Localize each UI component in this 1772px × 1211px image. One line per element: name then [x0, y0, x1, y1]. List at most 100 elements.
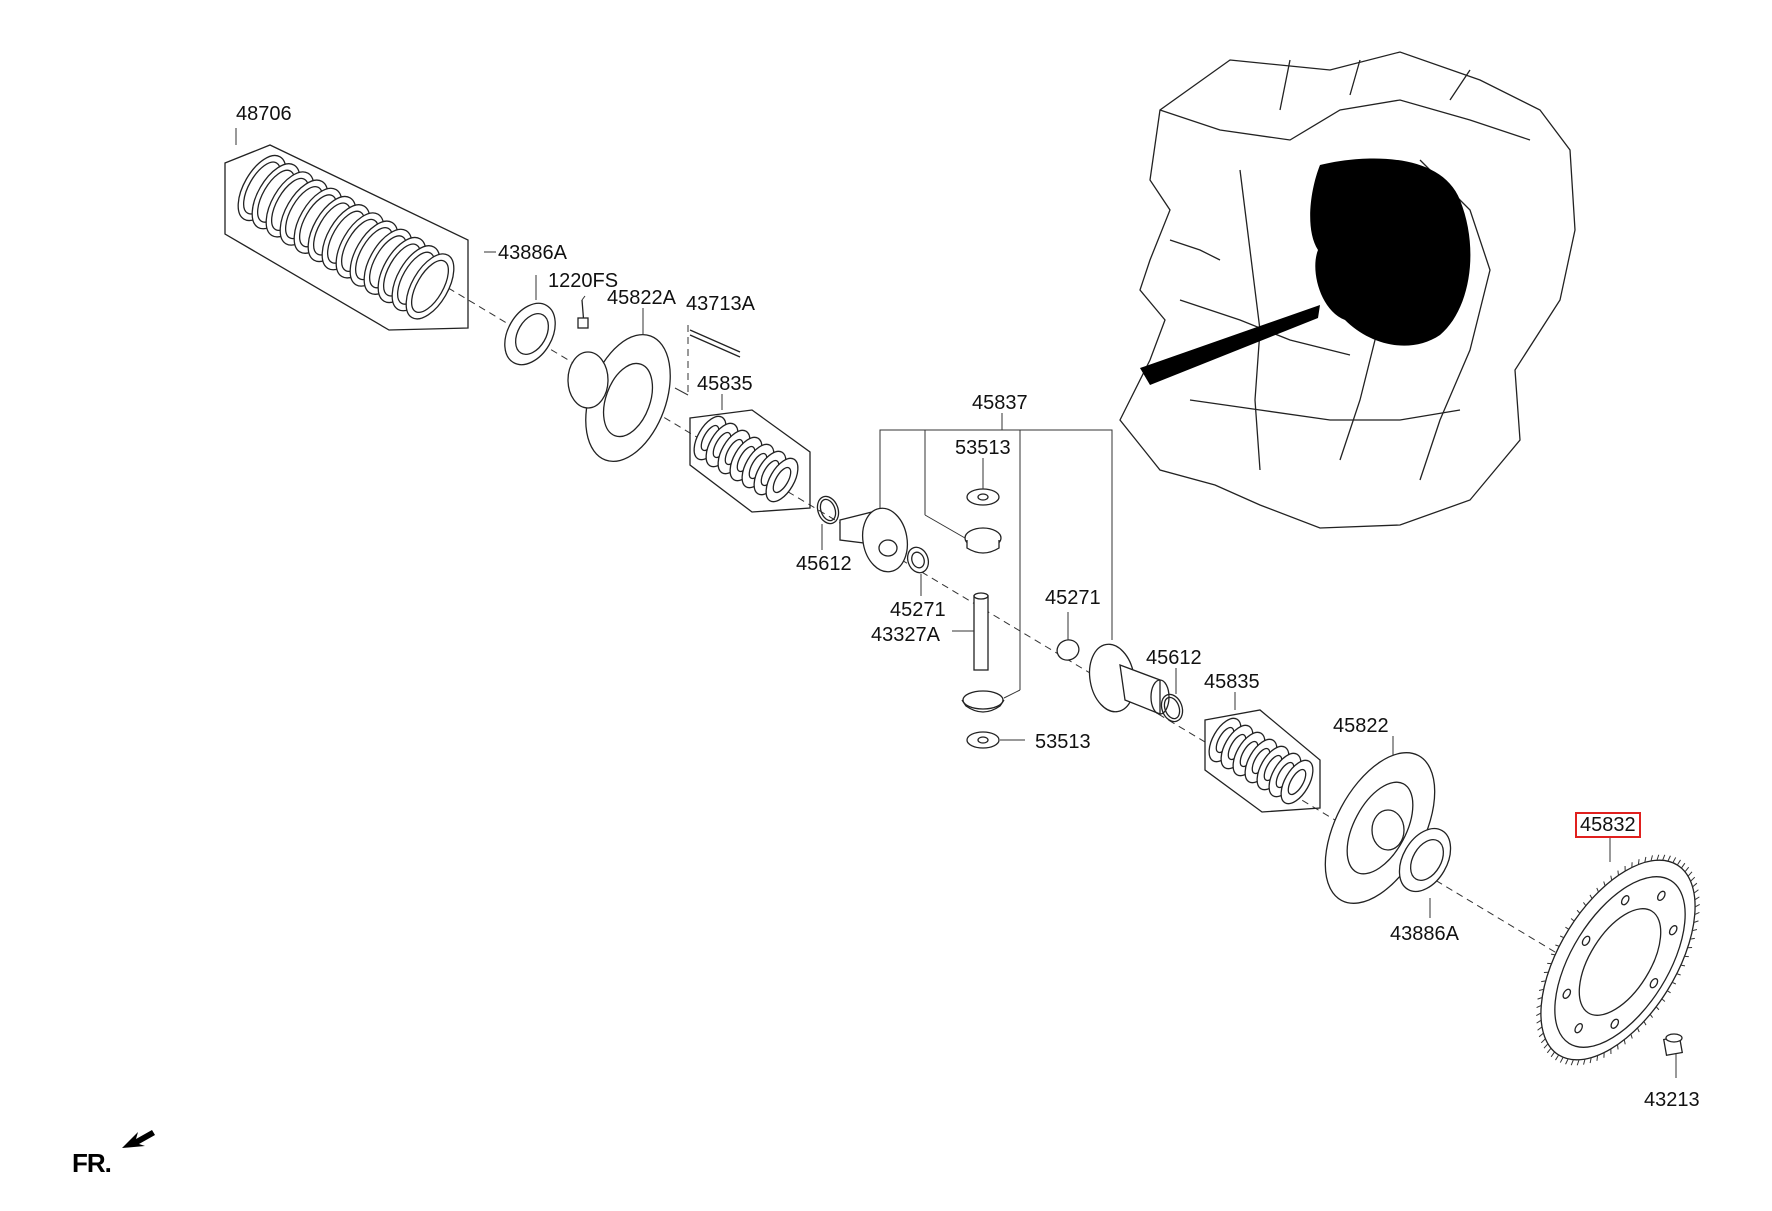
gear-tooth: [1656, 854, 1660, 861]
gear-tooth: [1694, 904, 1700, 908]
gear-tooth: [1623, 1039, 1626, 1045]
ring-gear-bolt-hole: [1574, 1022, 1583, 1034]
gear-tooth: [1617, 1044, 1619, 1050]
gear-tooth: [1676, 973, 1681, 976]
gear-tooth: [1671, 981, 1677, 985]
gear-tooth: [1596, 887, 1599, 893]
bearing-43886a-bottom: [1398, 827, 1452, 918]
gear-tooth: [1684, 866, 1690, 873]
gear-tooth: [1565, 926, 1570, 930]
shim-ring-pack-48706: [224, 128, 469, 331]
gear-tooth: [1680, 964, 1686, 967]
washer-53513-bottom: [966, 731, 1025, 749]
ring-gear-bolt-hole: [1581, 935, 1591, 946]
washer-pack-45835-bottom: [1204, 692, 1321, 813]
part-label-45612-left: 45612: [796, 553, 852, 575]
gear-tooth: [1540, 1038, 1546, 1044]
ring-gear-bolt-hole: [1668, 925, 1678, 936]
part-label-43886a-top: 43886A: [498, 242, 567, 264]
gear-tooth: [1596, 1055, 1599, 1061]
gear-tooth: [1582, 902, 1587, 907]
gear-tooth: [1589, 894, 1593, 899]
gear-tooth: [1603, 881, 1606, 887]
gear-tooth: [1655, 1006, 1660, 1011]
gear-tooth: [1662, 854, 1666, 861]
gear-tooth: [1537, 1026, 1543, 1031]
washer-disc-hole: [772, 466, 792, 494]
side-gear-right: [1088, 643, 1170, 715]
bolt-1220fs: [577, 295, 589, 329]
gear-tooth: [1576, 909, 1581, 914]
washer-45271-right: [1056, 612, 1080, 661]
gear-tooth: [1536, 1012, 1542, 1016]
part-label-45832[interactable]: 45832: [1575, 812, 1641, 838]
gear-tooth: [1694, 896, 1700, 901]
gear-tooth: [1570, 918, 1575, 922]
side-gear-left: [839, 507, 909, 573]
gear-tooth: [1610, 875, 1613, 881]
part-label-43713a: 43713A: [686, 293, 755, 315]
front-direction-arrow-icon: [122, 1130, 155, 1148]
part-label-53513-bottom: 53513: [1035, 731, 1091, 753]
gear-tooth: [1538, 988, 1544, 991]
shim-ring-inner: [410, 259, 450, 313]
part-label-45271-left: 45271: [890, 599, 946, 621]
part-label-43327a: 43327A: [871, 624, 940, 646]
washer-pack-45835-top: [689, 394, 811, 513]
pin-43713a: [674, 325, 741, 396]
part-label-45835-top: 45835: [697, 373, 753, 395]
gear-tooth: [1661, 998, 1666, 1002]
gear-tooth: [1687, 871, 1693, 877]
gear-tooth: [1643, 1021, 1647, 1026]
gear-tooth: [1694, 912, 1700, 916]
gear-tooth: [1537, 997, 1543, 1000]
bolt-43213: [1662, 1033, 1684, 1078]
gear-tooth: [1589, 1057, 1592, 1064]
gear-tooth: [1617, 870, 1619, 876]
gear-tooth: [1676, 859, 1681, 866]
ring-gear-teeth: [1536, 854, 1700, 1066]
part-label-45612-right: 45612: [1146, 647, 1202, 669]
shim-ring: [405, 253, 455, 320]
gear-tooth: [1543, 1043, 1549, 1049]
part-label-45271-right: 45271: [1045, 587, 1101, 609]
gear-tooth: [1565, 1058, 1569, 1065]
ring-gear-45832: [1536, 836, 1700, 1066]
ring-gear-bolt-hole: [1562, 988, 1572, 999]
gear-tooth: [1693, 920, 1699, 923]
gear-tooth: [1555, 944, 1560, 947]
bearing-43886a-top: [484, 251, 556, 366]
gear-tooth: [1644, 856, 1647, 863]
gear-tooth: [1672, 857, 1677, 863]
snap-ring-45612-right: [1160, 668, 1184, 723]
gear-tooth: [1692, 882, 1698, 888]
part-label-48706: 48706: [236, 103, 292, 125]
pinion-shaft-43327a: [952, 592, 989, 671]
shim-ring-set: [237, 154, 455, 320]
gear-tooth: [1650, 855, 1653, 862]
washer-45271-left: [906, 546, 930, 596]
gear-tooth: [1546, 1047, 1552, 1054]
gear-tooth: [1541, 980, 1546, 983]
ring-gear-bolt-hole: [1657, 890, 1666, 902]
washer-pack-top-rings: [693, 415, 799, 503]
gear-tooth: [1690, 937, 1695, 940]
transaxle-assembly-illustration: [1119, 51, 1576, 529]
gear-tooth: [1667, 855, 1671, 862]
pinion-gear-top: [924, 514, 1002, 554]
ring-gear-bolt-hole: [1620, 895, 1630, 906]
gear-tooth: [1649, 1013, 1654, 1018]
ring-gear-bolt-hole: [1610, 1018, 1620, 1029]
gear-tooth: [1555, 1054, 1560, 1061]
gear-tooth: [1559, 935, 1565, 939]
washer-53513-top: [966, 458, 1000, 506]
gear-tooth: [1690, 876, 1696, 882]
part-label-1220fs: 1220FS: [548, 270, 619, 292]
pinion-gear-bottom: [961, 689, 1021, 713]
part-label-45835-bottom: 45835: [1204, 671, 1260, 693]
differential-case-45822a: [567, 308, 671, 463]
part-label-43213: 43213: [1644, 1089, 1700, 1111]
gear-tooth: [1583, 1058, 1586, 1065]
part-label-45822a: 45822A: [607, 287, 676, 309]
